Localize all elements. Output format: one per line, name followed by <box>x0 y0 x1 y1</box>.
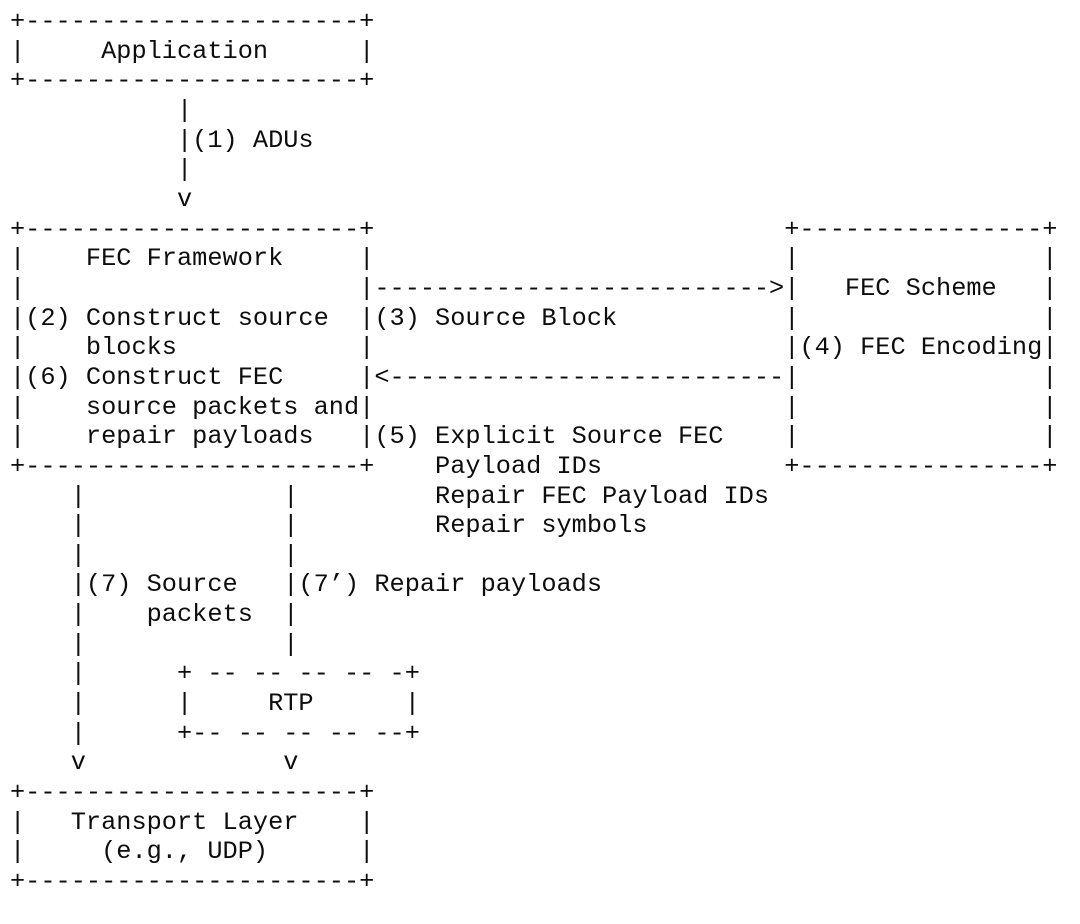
ascii-architecture-diagram: +----------------------+ | Application |… <box>10 7 1058 897</box>
